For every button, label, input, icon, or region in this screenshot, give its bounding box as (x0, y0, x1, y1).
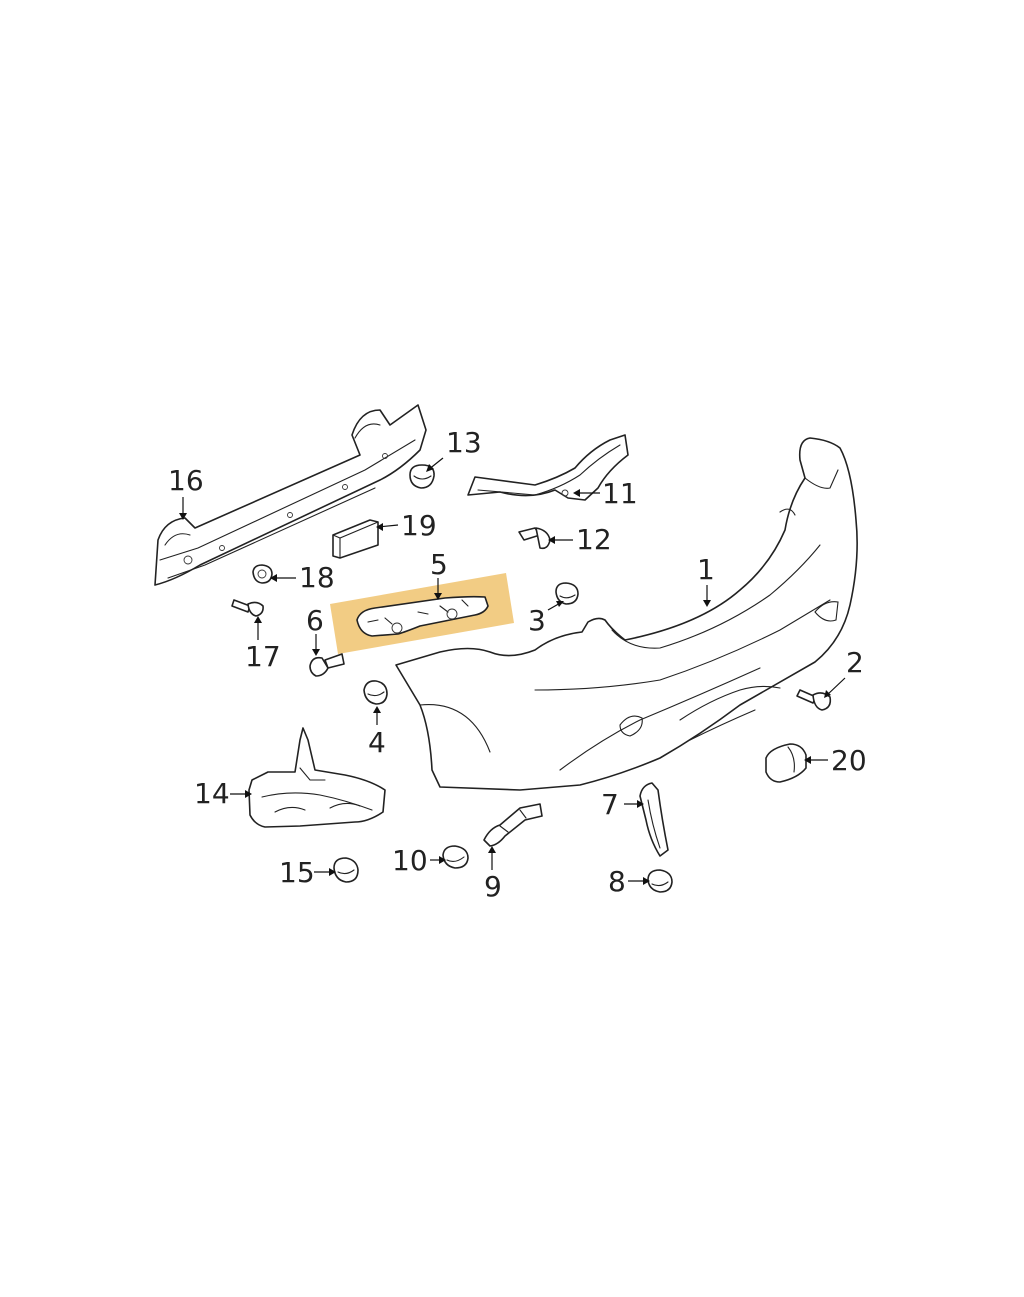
part-20-cap[interactable] (765, 743, 807, 783)
part-15-clip[interactable] (333, 857, 359, 883)
callout-15[interactable]: 15 (279, 856, 315, 889)
part-17-bolt[interactable] (231, 599, 264, 617)
callout-20[interactable]: 20 (831, 744, 867, 777)
callout-13[interactable]: 13 (446, 426, 482, 459)
callout-6[interactable]: 6 (306, 604, 324, 637)
callout-5[interactable]: 5 (430, 548, 448, 581)
callout-18[interactable]: 18 (299, 561, 335, 594)
part-3-clip[interactable] (555, 582, 579, 605)
callout-2[interactable]: 2 (846, 646, 864, 679)
part-7-side-bracket[interactable] (639, 782, 669, 857)
part-18-nut[interactable] (252, 564, 273, 584)
part-11-side-bracket[interactable] (467, 434, 629, 501)
part-9-bracket[interactable] (483, 803, 543, 847)
part-16-reinforcement-beam[interactable] (154, 404, 427, 586)
callout-12[interactable]: 12 (576, 523, 612, 556)
part-19-pad[interactable] (332, 519, 379, 559)
callout-9[interactable]: 9 (484, 870, 502, 903)
part-1-bumper-cover[interactable] (395, 437, 858, 791)
callout-7[interactable]: 7 (601, 788, 619, 821)
part-12-screw[interactable] (518, 527, 551, 550)
callout-4[interactable]: 4 (368, 726, 386, 759)
part-14-splash-shield[interactable] (248, 727, 386, 828)
callout-17[interactable]: 17 (245, 640, 281, 673)
callout-14[interactable]: 14 (194, 777, 230, 810)
part-8-clip[interactable] (647, 869, 673, 893)
callout-10[interactable]: 10 (392, 844, 428, 877)
callout-8[interactable]: 8 (608, 865, 626, 898)
callout-3[interactable]: 3 (528, 604, 546, 637)
part-10-clip[interactable] (442, 845, 469, 869)
callout-19[interactable]: 19 (401, 509, 437, 542)
part-6-screw[interactable] (309, 653, 345, 677)
part-5-bracket[interactable] (356, 595, 489, 637)
callout-16[interactable]: 16 (168, 464, 204, 497)
callout-1[interactable]: 1 (697, 553, 715, 586)
callout-labels: 1 2 3 4 5 6 7 8 9 10 11 12 13 14 15 16 1… (168, 426, 867, 903)
callout-11[interactable]: 11 (602, 477, 638, 510)
part-4-clip[interactable] (363, 680, 388, 705)
part-2-screw[interactable] (796, 689, 832, 711)
leader-arrowheads (179, 464, 831, 885)
